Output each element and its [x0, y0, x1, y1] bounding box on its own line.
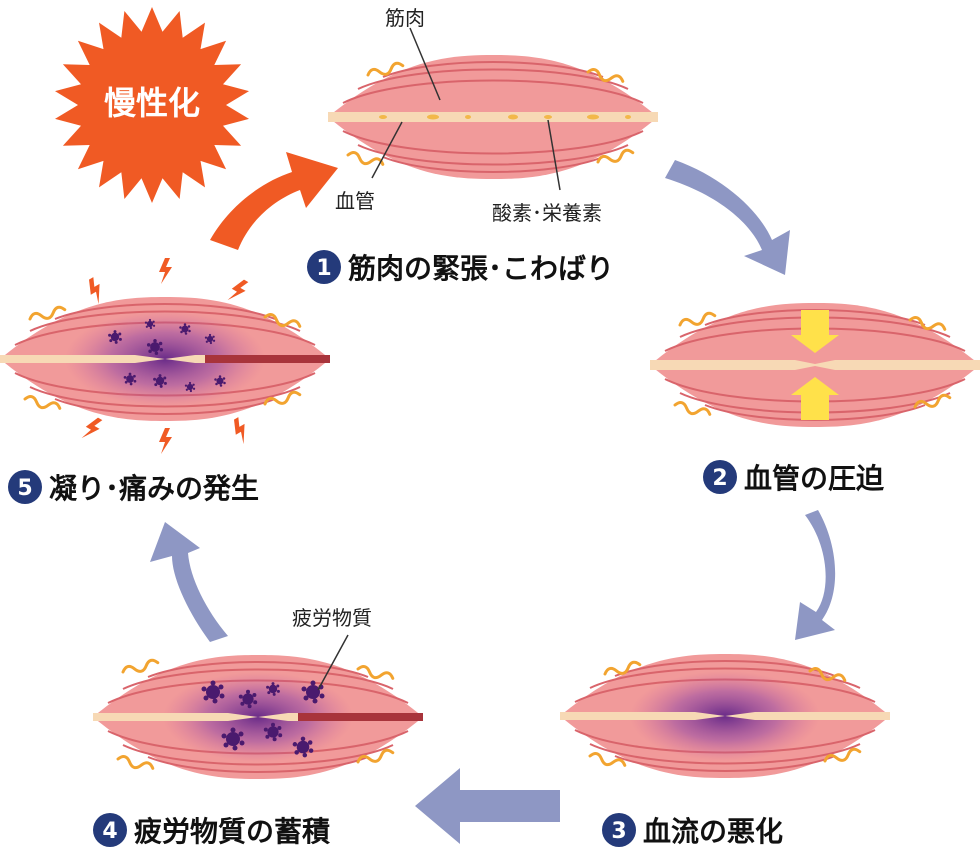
step-number: 5 [17, 476, 32, 501]
step-number-circle [8, 470, 42, 504]
arrow-1-to-2 [665, 160, 790, 275]
step-label: 血流の悪化 [643, 815, 783, 848]
step-number-circle [602, 813, 636, 847]
step-number: 2 [712, 466, 727, 491]
arrow-4-to-5 [150, 522, 228, 642]
step-number: 3 [611, 819, 626, 844]
step-1: 1 筋肉の緊張･こわばり [307, 250, 614, 285]
step-number: 1 [316, 256, 331, 281]
arrow-2-to-3 [795, 510, 836, 640]
arrow-chronic [210, 152, 338, 250]
muscle-label: 筋肉 [385, 6, 425, 30]
step-number-circle [703, 460, 737, 494]
step-3: 3 血流の悪化 [602, 813, 783, 848]
fatigue-label: 疲労物質 [292, 606, 372, 630]
chronic-badge-label: 慢性化 [104, 84, 200, 122]
step-number-circle [307, 250, 341, 284]
step-label: 凝り･痛みの発生 [49, 472, 259, 505]
step-number: 4 [102, 819, 117, 844]
vessel-label: 血管 [335, 189, 375, 213]
nutrients-label: 酸素･栄養素 [492, 201, 602, 225]
muscle-stage-4 [92, 654, 424, 780]
chronic-badge: 慢性化 [55, 7, 249, 203]
step-4: 4 疲労物質の蓄積 [93, 813, 330, 848]
step-label: 疲労物質の蓄積 [134, 815, 330, 848]
muscle-stage-5 [0, 296, 331, 422]
muscle-stage-1 [327, 54, 659, 180]
step-number-circle [93, 813, 127, 847]
step-2: 2 血管の圧迫 [703, 460, 884, 495]
muscle-stage-2 [649, 302, 980, 428]
step-label: 血管の圧迫 [744, 462, 884, 495]
cycle-arrows [150, 152, 836, 844]
starburst-shape [55, 7, 249, 203]
muscle-stage-3 [559, 653, 891, 779]
arrow-3-to-4 [415, 768, 560, 844]
step-label: 筋肉の緊張･こわばり [348, 252, 614, 285]
step-5: 5 凝り･痛みの発生 [8, 470, 259, 505]
